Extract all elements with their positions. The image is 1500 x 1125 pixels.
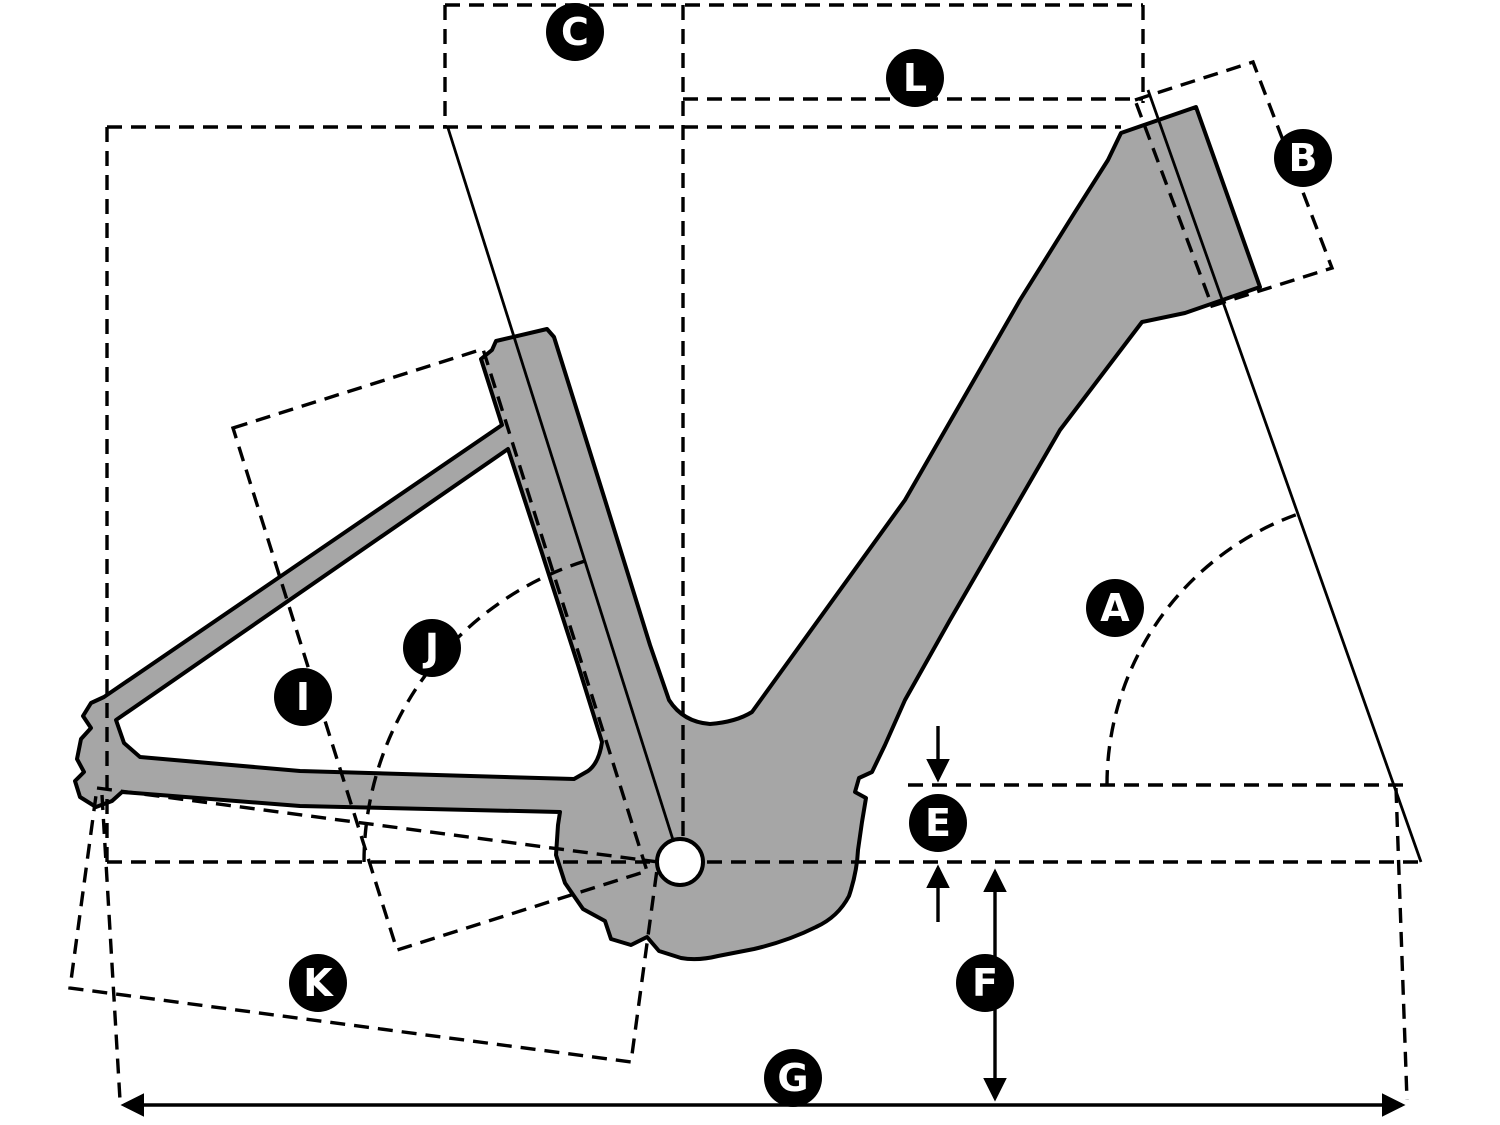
- geometry-label-b: B: [1274, 129, 1332, 187]
- seat-tube-axis-line: [446, 127, 682, 863]
- geometry-label-letter: L: [902, 56, 928, 100]
- chainstay-measure-box: [68, 786, 660, 1064]
- seat-tube-measure-box: [230, 346, 650, 953]
- frame-silhouette: [73, 105, 1262, 962]
- geometry-label-l: L: [886, 49, 944, 107]
- geometry-label-letter: J: [424, 626, 440, 670]
- head-angle-arc: [1105, 512, 1299, 786]
- geometry-label-e: E: [909, 794, 967, 852]
- geometry-label-a: A: [1086, 579, 1144, 637]
- geometry-label-letter: I: [295, 675, 311, 719]
- geometry-label-k: K: [289, 954, 347, 1012]
- geometry-label-letter: F: [972, 961, 998, 1005]
- frame-outline: [73, 105, 1262, 962]
- geometry-label-letter: E: [925, 801, 951, 845]
- geometry-label-letter: G: [777, 1056, 809, 1100]
- bottom-bracket-axle: [655, 837, 705, 887]
- geometry-label-i: I: [274, 668, 332, 726]
- head-tube-measure-box: [1132, 59, 1335, 309]
- geometry-label-g: G: [764, 1049, 822, 1107]
- head-tube-axis-line: [1146, 89, 1423, 863]
- geometry-label-letter: K: [303, 961, 333, 1005]
- front-axle-drop-line: [1394, 787, 1409, 1101]
- geometry-label-letter: B: [1288, 136, 1318, 180]
- geometry-label-c: C: [546, 3, 604, 61]
- rear-axle-drop-line: [100, 794, 122, 1101]
- geometry-label-letter: C: [561, 10, 589, 54]
- geometry-label-letter: A: [1100, 586, 1130, 630]
- geometry-label-f: F: [956, 954, 1014, 1012]
- seat-angle-arc: [362, 559, 586, 863]
- geometry-label-j: J: [403, 619, 461, 677]
